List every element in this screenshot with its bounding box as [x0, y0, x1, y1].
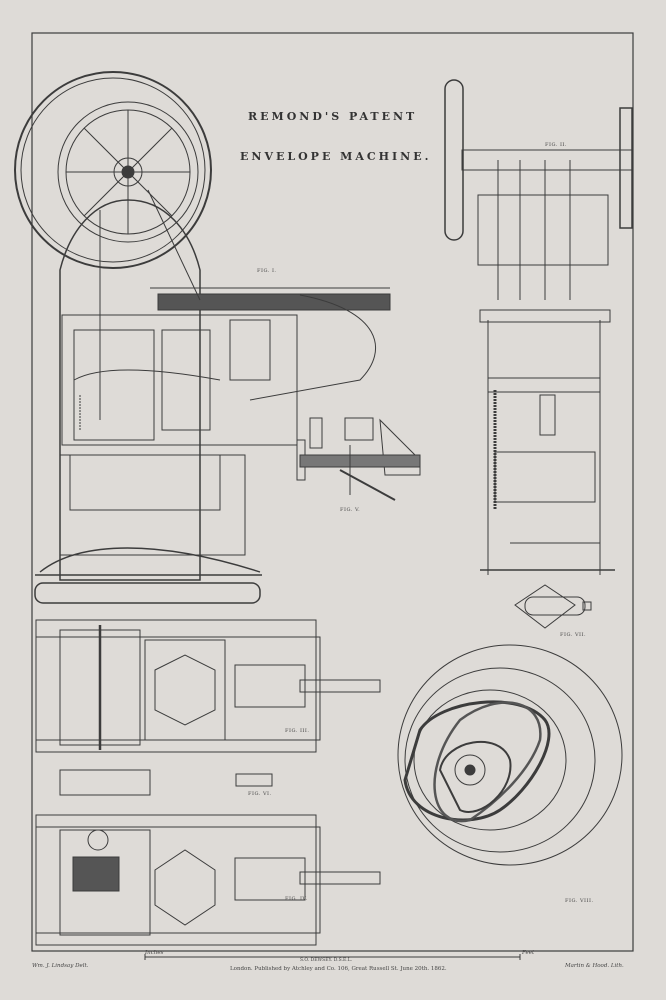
- fig-5-label: FIG. V.: [340, 507, 361, 513]
- fig-3-plan: [34, 582, 381, 796]
- publisher-line: London. Published by Atchley and Co. 106…: [230, 966, 447, 972]
- fig-5-detail: [296, 417, 421, 501]
- title-line-2: ENVELOPE MACHINE.: [240, 150, 432, 163]
- fig-2-label: FIG. II.: [545, 142, 567, 148]
- fig-8-label: FIG. VIII.: [565, 898, 594, 904]
- lithographer-credit: Martin & Hood. Lith.: [565, 963, 624, 969]
- scale-bar: [144, 954, 521, 960]
- plate-border: [31, 32, 634, 952]
- fig-4-label: FIG. IV.: [285, 896, 308, 902]
- delineator-credit: Wm. J. Lindsay Delt.: [32, 963, 89, 969]
- fig-1-side-elevation: [14, 71, 391, 581]
- fig-2-front-elevation: [444, 79, 633, 575]
- scale-left-label: Inches: [145, 950, 164, 956]
- fig-3-label: FIG. III.: [285, 728, 310, 734]
- fig-4-plan: [35, 814, 381, 946]
- scale-right-label: Feet: [522, 950, 535, 956]
- fig-7-detail: [514, 584, 592, 629]
- scale-caption: S.O. DEWSEY. D.S.E.L.: [300, 958, 353, 963]
- title-line-1: REMOND'S PATENT: [248, 110, 418, 123]
- fig-1-label: FIG. I.: [257, 268, 277, 274]
- fig-8-cams: [397, 644, 623, 866]
- fig-6-label: FIG. VI.: [248, 791, 272, 797]
- fig-7-label: FIG. VII.: [560, 632, 587, 638]
